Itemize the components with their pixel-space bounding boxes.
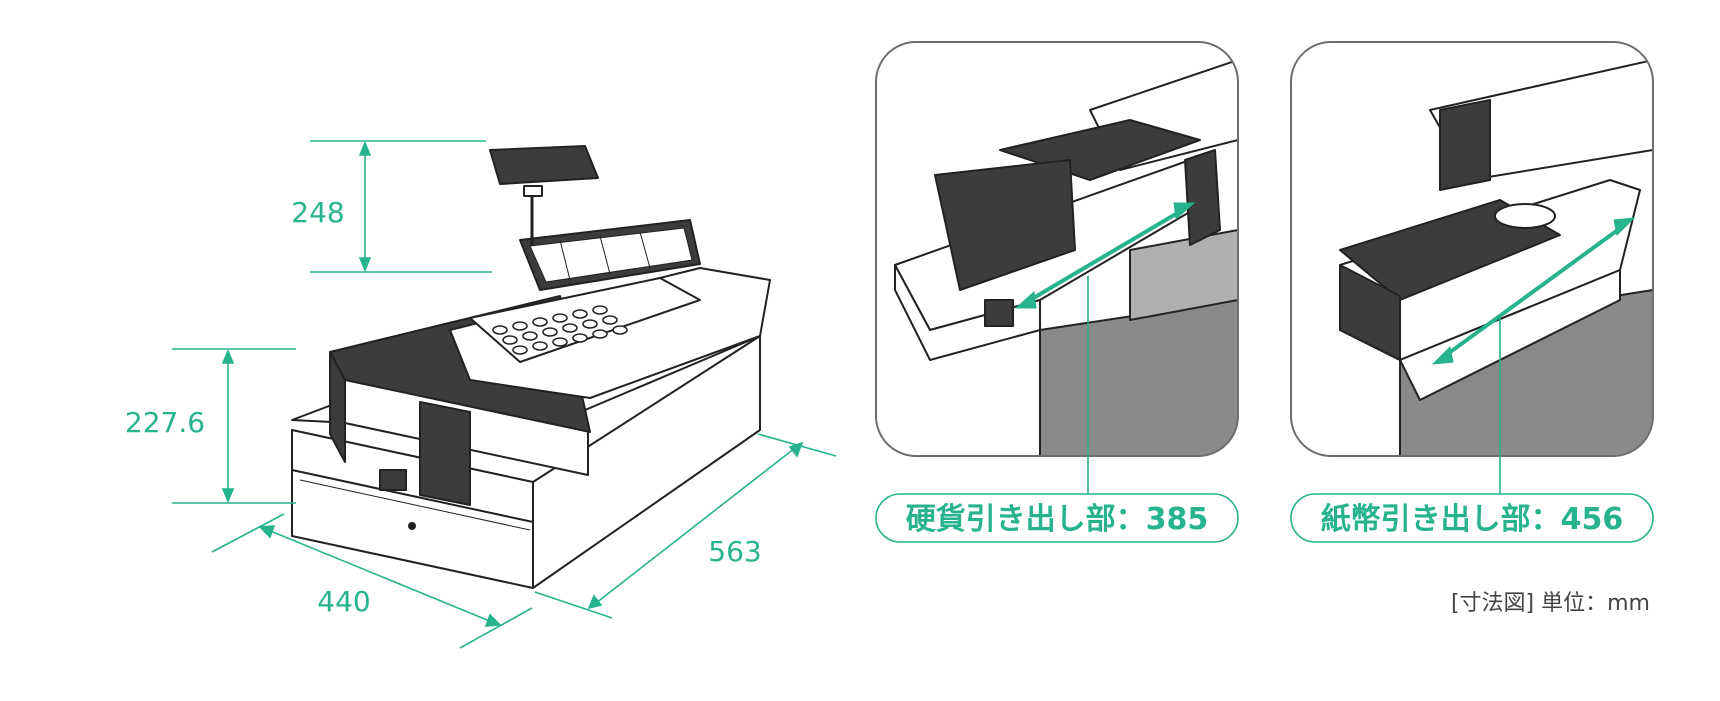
bill-callout-label: 紙幣引き出し部：456 — [1321, 502, 1624, 537]
dim-227-arrow-bottom — [221, 488, 235, 504]
coin-panel-border — [875, 41, 1239, 457]
dimension-lines — [172, 140, 837, 649]
coin-drawer-side-dark — [1184, 149, 1221, 246]
dim-440-arrow-left — [258, 525, 276, 539]
bill-callout-pill — [1290, 493, 1654, 543]
coin-measure-arrow — [1014, 202, 1196, 502]
dim-563-arrow-bottom — [587, 594, 603, 610]
register-illustration — [291, 145, 771, 589]
coin-callout-pill — [875, 493, 1239, 543]
bill-measure-arrow — [1431, 217, 1636, 502]
tray-block-dark-left — [329, 351, 346, 463]
dim-440-line — [267, 529, 493, 623]
tray-divider — [419, 401, 471, 506]
screen-grid-line — [559, 239, 571, 281]
dim-248-arrow-bottom — [358, 257, 372, 273]
screen-grid-line — [639, 231, 651, 269]
dim-563-bottom-extension — [534, 591, 613, 619]
drawer-seam-inner — [299, 479, 531, 531]
pole-display-joint — [523, 185, 543, 197]
dim-440-arrow-right — [484, 613, 502, 627]
keypad-panel — [469, 277, 701, 363]
operator-screen — [529, 227, 693, 283]
coin-tray-dark — [934, 159, 1076, 291]
bill-panel-border — [1290, 41, 1654, 457]
coin-callout-label: 硬貨引き出し部：385 — [906, 502, 1209, 537]
pole-display-head — [489, 145, 599, 185]
drawer-seam — [291, 469, 534, 523]
unit-note: [寸法図] 単位：mm — [1451, 591, 1650, 616]
dim-563-arrow-top — [788, 441, 804, 458]
tray-latch — [379, 469, 407, 491]
dim-label-227: 227.6 — [125, 406, 205, 439]
dim-label-563: 563 — [708, 535, 761, 568]
screen-grid-line — [599, 235, 611, 275]
bill-drawer-panel — [1290, 41, 1654, 502]
dim-248-arrow-top — [358, 140, 372, 156]
bill-register-column — [1439, 99, 1491, 191]
keypad-keys — [492, 305, 628, 355]
coin-drawer-front — [894, 264, 1041, 361]
bill-drawer-side — [1399, 269, 1621, 401]
dim-563-line — [595, 447, 796, 604]
dim-label-440: 440 — [317, 585, 370, 618]
coin-drawer-panel — [875, 41, 1239, 502]
dim-label-248: 248 — [291, 196, 344, 229]
dim-440-left-extension — [211, 513, 285, 553]
coin-drawer-latch — [984, 299, 1014, 327]
dim-227-arrow-top — [221, 348, 235, 364]
drawer-keyhole — [408, 522, 416, 530]
dim-440-right-extension — [459, 607, 533, 649]
bill-tray-coin-cup — [1494, 203, 1556, 229]
